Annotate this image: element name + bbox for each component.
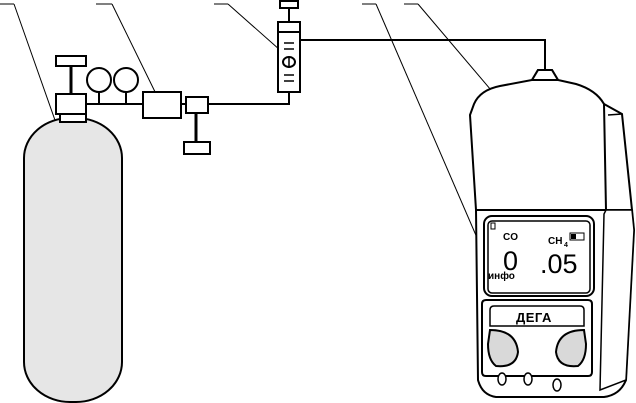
battery-icon — [569, 232, 585, 241]
needle-valve — [183, 96, 211, 155]
display-indicator-led — [490, 222, 496, 230]
cylinder-valve — [55, 93, 87, 115]
rotameter-top-fitting — [277, 21, 301, 33]
rotameter — [277, 0, 301, 93]
body-side-panel — [599, 209, 635, 392]
gas2-label: CH — [548, 236, 562, 247]
tube-rotameter-to-analyzer — [300, 39, 546, 70]
brand-plate — [489, 305, 585, 327]
gas-analyzer: CO CH 4 0 .05 инфо ДЕГА — [468, 69, 636, 398]
callout-2 — [96, 3, 161, 103]
reducer-body — [142, 91, 182, 119]
cylinder-body — [23, 117, 123, 403]
brand-label: ДЕГА — [516, 310, 552, 325]
left-button[interactable] — [486, 328, 520, 368]
calibration-cap — [468, 69, 610, 211]
mode-label: инфо — [488, 270, 515, 282]
tube-valve-to-rotameter — [208, 92, 290, 105]
gas2-subscript: 4 — [564, 242, 568, 249]
display-screen — [487, 220, 591, 294]
gas1-label: CO — [503, 232, 518, 243]
callout-1 — [0, 3, 63, 141]
needle-valve-body — [185, 96, 209, 114]
rotameter-top-cap — [279, 0, 299, 9]
reading-ch4: .05 — [540, 249, 578, 279]
valve-handwheel — [55, 55, 87, 67]
bottom-port — [497, 372, 507, 386]
bottom-port — [523, 372, 533, 386]
right-button[interactable] — [554, 328, 588, 368]
gas-cylinder — [23, 55, 123, 403]
cap-nozzle — [530, 69, 560, 81]
pressure-reducer — [86, 67, 186, 119]
cap-edge — [607, 113, 623, 116]
bottom-port — [552, 378, 562, 392]
pressure-gauge-icon — [86, 67, 112, 93]
callout-4 — [362, 3, 479, 241]
cap-side-panel — [602, 102, 634, 211]
pressure-gauge-icon — [113, 67, 139, 93]
reading-co: 0 — [503, 246, 518, 276]
needle-valve-knob — [183, 141, 211, 155]
